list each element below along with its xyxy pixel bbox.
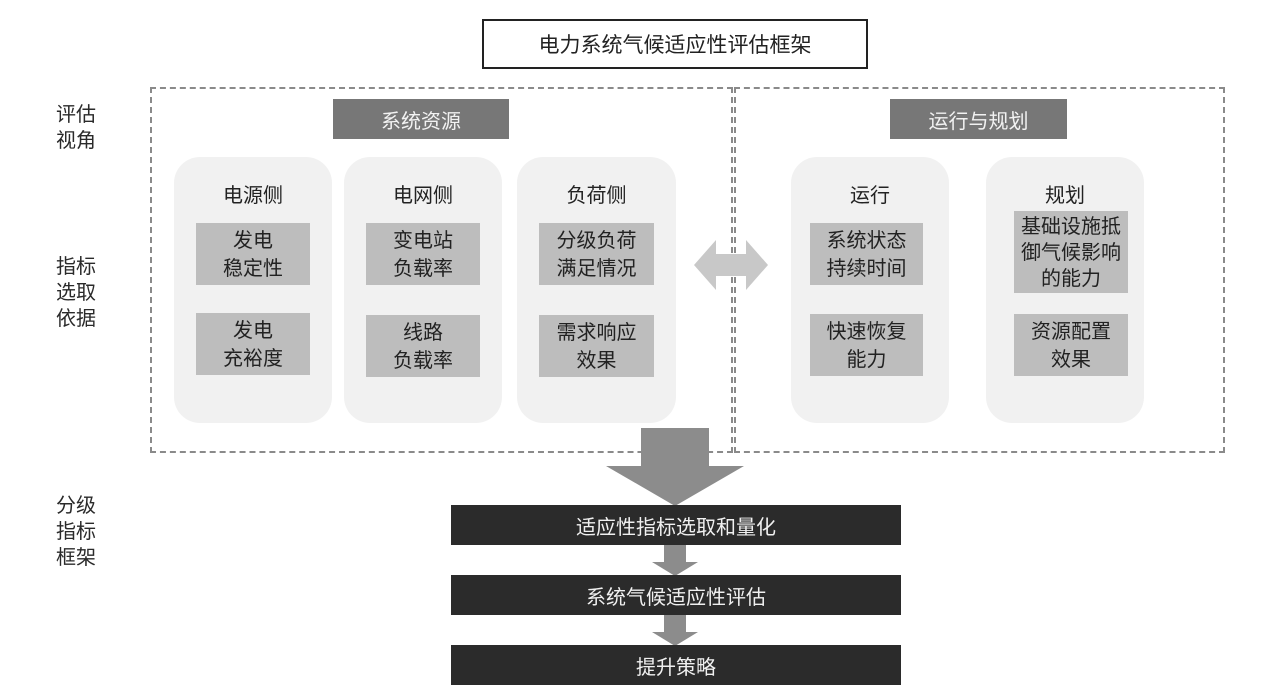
metric-box: 基础设施抵 御气候影响 的能力 [1014, 211, 1128, 293]
group-header-operation-planning: 运行与规划 [890, 99, 1067, 139]
panel-title: 电源侧 [223, 183, 283, 207]
side-label-perspective: 评估 视角 [56, 102, 96, 152]
metric-box: 需求响应 效果 [539, 315, 654, 377]
side-label-framework: 分级 指标 框架 [56, 493, 96, 569]
metric-box: 线路 负载率 [366, 315, 480, 377]
metric-box: 发电 充裕度 [196, 313, 310, 375]
metric-box: 发电 稳定性 [196, 223, 310, 285]
bidirectional-arrow-icon [694, 240, 768, 290]
metric-box: 快速恢复 能力 [810, 314, 923, 376]
panel-generation-side: 电源侧 发电 稳定性 发电 充裕度 [174, 157, 332, 423]
flow-step-climate-assessment: 系统气候适应性评估 [451, 575, 901, 615]
diagram-title: 电力系统气候适应性评估框架 [482, 19, 868, 69]
panel-planning: 规划 基础设施抵 御气候影响 的能力 资源配置 效果 [986, 157, 1144, 423]
metric-box: 资源配置 效果 [1014, 314, 1128, 376]
panel-title: 负荷侧 [566, 183, 627, 207]
metric-box: 系统状态 持续时间 [810, 223, 923, 285]
flow-step-improvement-strategy: 提升策略 [451, 645, 901, 685]
down-arrow-icon [606, 428, 744, 506]
metric-box: 分级负荷 满足情况 [539, 223, 654, 285]
group-header-system-resources: 系统资源 [333, 99, 509, 139]
metric-box: 变电站 负载率 [366, 223, 480, 285]
panel-grid-side: 电网侧 变电站 负载率 线路 负载率 [344, 157, 502, 423]
down-arrow-icon [652, 545, 698, 576]
panel-title: 规划 [1045, 183, 1085, 207]
side-label-basis: 指标 选取 依据 [56, 254, 96, 330]
panel-title: 运行 [850, 183, 890, 207]
panel-load-side: 负荷侧 分级负荷 满足情况 需求响应 效果 [517, 157, 676, 423]
flow-step-indicator-selection: 适应性指标选取和量化 [451, 505, 901, 545]
panel-operation: 运行 系统状态 持续时间 快速恢复 能力 [791, 157, 949, 423]
down-arrow-icon [652, 615, 698, 646]
panel-title: 电网侧 [393, 183, 453, 207]
